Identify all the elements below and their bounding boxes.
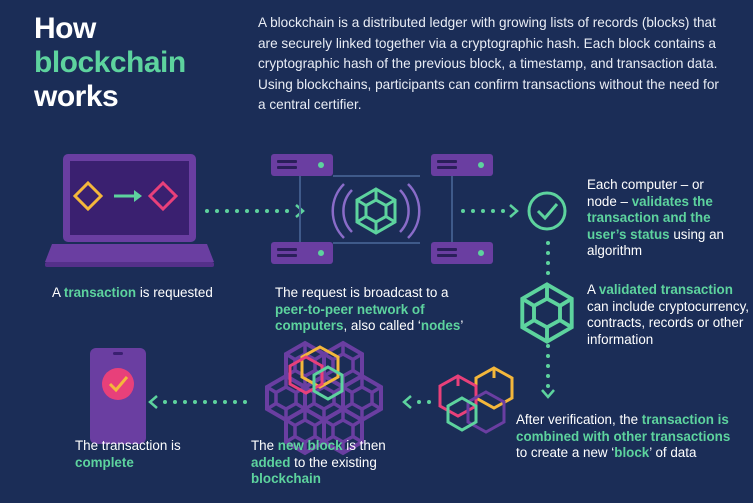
caption-highlight: block [614, 445, 650, 460]
caption-text: A [52, 285, 64, 300]
dotted-connector-5 [148, 395, 247, 409]
caption-text: The request is broadcast to a [275, 285, 449, 300]
dotted-connector-4 [402, 395, 431, 409]
dotted-connector-3 [541, 241, 555, 399]
dotted-connector-1 [205, 204, 305, 218]
step-6-caption: The new block is then added to the exist… [251, 438, 401, 488]
check-circle-icon [527, 191, 567, 231]
caption-text: A [587, 282, 599, 297]
step-1-caption: A transaction is requested [52, 285, 252, 302]
caption-text: can include cryptocurrency, contracts, r… [587, 298, 750, 347]
dotted-connector-2 [461, 204, 519, 218]
server-icon [431, 242, 493, 264]
step-4-caption: A validated transaction can include cryp… [587, 282, 752, 348]
caption-text: is requested [136, 285, 213, 300]
caption-text: ’ of data [649, 445, 697, 460]
title-text-2: works [34, 80, 119, 113]
caption-highlight: transaction [660, 282, 733, 297]
caption-highlight: added [251, 454, 291, 470]
title-highlight: blockchain [34, 46, 186, 79]
caption-text: After verification, the [516, 412, 642, 427]
cube-icon [355, 187, 397, 235]
caption-highlight: transaction [63, 285, 137, 300]
caption-highlight: validated [598, 282, 657, 297]
caption-highlight: validates the transaction and the user’s… [587, 193, 713, 242]
caption-text: , also called ‘ [343, 318, 421, 333]
blockchain-icon [265, 341, 383, 455]
step-7-caption: The transaction is complete [75, 438, 195, 471]
caption-text: Each computer – or node – [587, 177, 704, 209]
validated-cube-icon [520, 282, 574, 344]
caption-highlight: transaction is combined with other trans… [516, 412, 731, 444]
page-title: How blockchain works [34, 12, 254, 114]
caption-text: The transaction is [75, 438, 181, 453]
caption-text: The [251, 438, 278, 453]
caption-text: to create a new ‘ [516, 445, 615, 460]
caption-text: using an algorithm [587, 226, 724, 259]
step-5-caption: After verification, the transaction is c… [516, 412, 734, 462]
caption-highlight: peer-to-peer network of computers [275, 301, 425, 334]
caption-highlight: nodes [420, 318, 461, 333]
server-icon [271, 154, 333, 176]
server-icon [431, 154, 493, 176]
phone-icon [90, 348, 146, 444]
combined-cubes-icon [438, 366, 514, 434]
caption-text: ’ [460, 318, 464, 333]
step-2-caption: The request is broadcast to a peer-to-pe… [275, 285, 480, 335]
caption-highlight: new block [277, 438, 343, 453]
laptop-icon [45, 154, 214, 267]
intro-paragraph: A blockchain is a distributed ledger wit… [258, 15, 719, 112]
broadcast-waves-icon [331, 183, 421, 239]
step-3-caption: Each computer – or node – validates the … [587, 177, 727, 260]
caption-text: to the existing [290, 454, 377, 470]
caption-highlight: blockchain [251, 471, 321, 486]
server-icon [271, 242, 333, 264]
network-icon [271, 154, 493, 264]
title-text: How [34, 12, 96, 45]
caption-highlight: complete [75, 454, 134, 470]
caption-text: is then [342, 438, 386, 453]
